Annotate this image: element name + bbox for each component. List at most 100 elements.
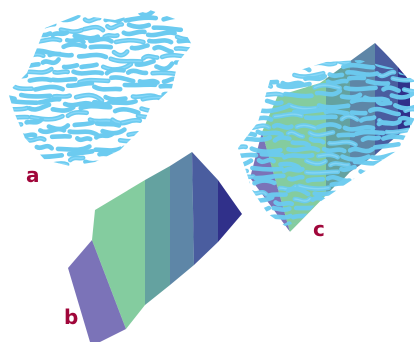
panel-c-texture-highlight [238, 117, 249, 121]
panel-c-texture-highlight [403, 88, 414, 93]
panel-a-texture-stroke [47, 51, 74, 58]
panel-a-texture-stroke [49, 133, 72, 140]
panel-a-texture-stroke [119, 160, 153, 166]
panel-a-texture-stroke [64, 37, 86, 45]
panel-a-texture-highlight [53, 95, 71, 98]
panel-c-texture-highlight [287, 131, 304, 138]
panel-c-texture-stroke [341, 62, 376, 70]
panel-a-texture-stroke [187, 111, 192, 121]
panel-a-texture-highlight [202, 22, 221, 24]
panel-label-c: c [313, 217, 325, 241]
panel-c-texture-stroke [315, 122, 342, 130]
panel-a-texture-highlight [175, 105, 192, 108]
panel-a-texture-stroke [88, 36, 114, 44]
panel-c-texture-stroke [241, 69, 271, 78]
panel-a-texture-stroke [154, 61, 175, 72]
panel-a-texture-highlight [175, 46, 192, 51]
panel-a-texture-stroke [17, 30, 53, 38]
panel-c-texture-stroke [238, 109, 253, 118]
panel-c-texture-stroke [359, 218, 394, 226]
panel-a-texture-highlight [201, 10, 231, 11]
panel-c-texture-stroke [400, 172, 414, 181]
panel-c-texture-highlight [359, 206, 393, 211]
panel-c-texture-stroke [303, 74, 328, 82]
panel-c-texture-stroke [238, 99, 263, 107]
panel-c-texture-highlight [354, 178, 380, 182]
panel-c-texture-stroke [282, 152, 315, 160]
panel-a-texture-stroke [33, 84, 65, 92]
panel-a-texture-stroke [145, 30, 177, 38]
panel-c-texture-stroke [272, 135, 292, 143]
panel-c-texture-stroke [271, 205, 292, 212]
panel-a-texture-stroke [65, 80, 95, 89]
panel-a-texture [8, 10, 231, 166]
panel-c-texture-stroke [383, 182, 414, 190]
panel-a-texture-highlight [30, 115, 64, 120]
panel-a-texture-highlight [188, 91, 192, 97]
panel-a-texture-stroke [50, 76, 78, 83]
panel-c-texture-highlight [407, 151, 414, 156]
panel-c-texture-stroke [346, 212, 366, 220]
panel-c-texture-stroke [238, 133, 240, 141]
panel-c-texture-stroke [336, 132, 356, 138]
panel-a-texture-stroke [187, 147, 192, 156]
panel-c-texture-stroke [389, 91, 414, 100]
panel-a-texture-highlight [89, 118, 111, 122]
panel-c-texture-highlight [379, 169, 400, 176]
panel-a-texture-highlight [83, 26, 104, 31]
panel-c-texture-stroke [321, 219, 345, 226]
panel-a-texture-stroke [123, 15, 159, 23]
panel-label-b: b [64, 305, 78, 329]
panel-a-texture-stroke [8, 135, 22, 143]
panel-c-texture-highlight [238, 82, 256, 87]
panel-a-texture-stroke [11, 147, 33, 154]
panel-a-texture-highlight [8, 24, 27, 30]
panel-c-texture-stroke [403, 120, 414, 128]
panel-a-texture-stroke [8, 94, 17, 102]
panel-a-texture-stroke [8, 43, 26, 52]
panel-c-texture-highlight [385, 178, 400, 182]
panel-a-texture-stroke [186, 90, 192, 99]
panel-a-texture-stroke [162, 123, 192, 132]
panel-a-texture-stroke [8, 158, 18, 166]
panel-a-texture-stroke [38, 126, 67, 135]
panel-c-texture-stroke [282, 91, 314, 99]
panel-c-texture-highlight [314, 84, 341, 89]
panel-a-texture-highlight [123, 147, 138, 150]
panel-c-texture-stroke [381, 85, 401, 93]
panel-a-texture-stroke [126, 22, 152, 30]
panel-a-texture-highlight [115, 39, 145, 43]
panel-c-texture-stroke [238, 77, 243, 88]
panel-a-texture-stroke [176, 38, 192, 47]
panel-c-texture-stroke [238, 130, 258, 138]
panel-c-texture-stroke [381, 195, 409, 204]
panel-a-texture-stroke [173, 60, 192, 68]
panel-a-texture-stroke [161, 13, 192, 22]
panel-c-texture-stroke [357, 204, 395, 212]
panel-a-texture-stroke [18, 62, 41, 69]
panel-c-texture-highlight [294, 197, 311, 202]
panel-b-band-teal [145, 166, 170, 305]
panel-c-texture-stroke [303, 114, 338, 121]
panel-c-texture-stroke [238, 179, 251, 186]
panel-a-texture-stroke [8, 122, 24, 130]
panel-c-texture-highlight [392, 75, 414, 81]
panel-c-texture-highlight [238, 145, 247, 151]
panel-c-texture-stroke [363, 211, 388, 220]
panel-a-texture-stroke [121, 145, 140, 152]
panel-a-texture-stroke [91, 99, 112, 107]
panel-c-texture-stroke [244, 79, 280, 86]
panel-a-texture-stroke [8, 23, 28, 32]
panel-b-band-purple [68, 240, 126, 342]
panel-c-texture-highlight [238, 134, 239, 140]
panel-c-texture-highlight [329, 162, 350, 166]
panel-c-texture-stroke [314, 88, 343, 97]
panel-a-texture-highlight [187, 68, 192, 74]
panel-c-texture-highlight [305, 171, 339, 174]
panel-a-texture-stroke [29, 153, 65, 160]
panel-a-texture-highlight [27, 68, 53, 74]
panel-a-texture-highlight [193, 53, 211, 57]
panel-c-texture-stroke [397, 115, 414, 123]
panel-c-texture-stroke [345, 70, 380, 77]
